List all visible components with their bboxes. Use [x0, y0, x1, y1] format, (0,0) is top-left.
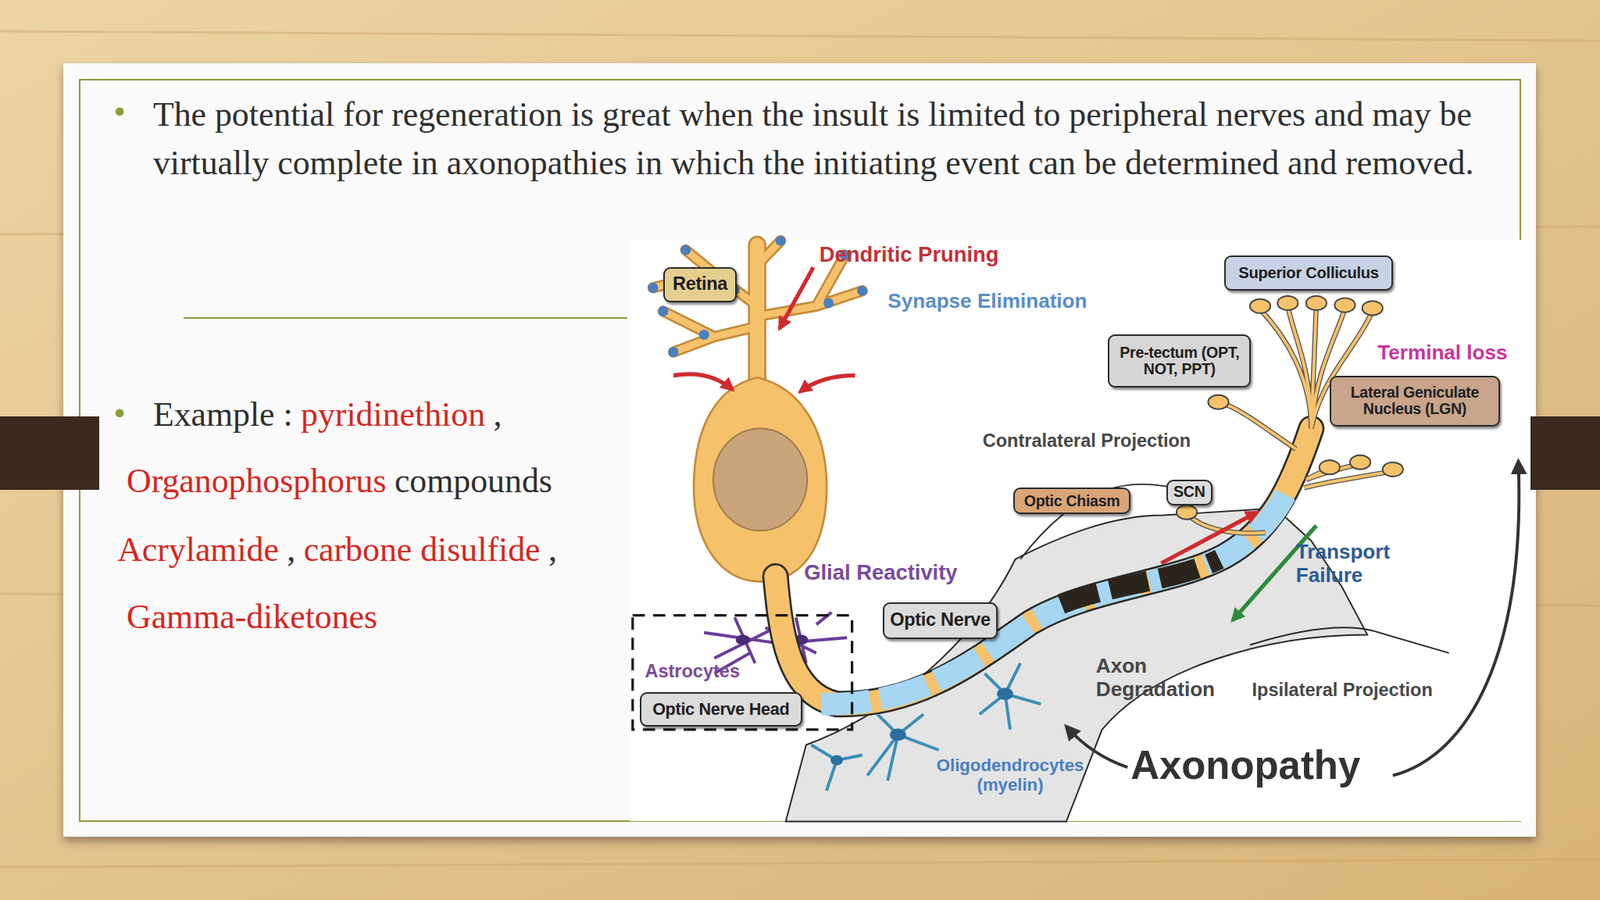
region-name: Retina [672, 274, 728, 295]
red-arrows [673, 267, 1258, 564]
region-name: Optic Chiasm [1024, 492, 1121, 511]
process-label: Axon Degradation [1096, 653, 1240, 701]
punctuation: , [492, 393, 502, 436]
process-label: Terminal loss [1377, 340, 1508, 365]
body-text: The potential for regeneration is great … [153, 90, 1500, 187]
toxicant-name: Organophosphorus [126, 460, 387, 502]
cell-body [693, 377, 827, 582]
brain-tissue [785, 507, 1368, 822]
tissue-outline [1020, 484, 1174, 560]
region-name: Superior Colliculus [1238, 264, 1379, 282]
wood-grain [0, 31, 1600, 868]
cell-label: Oligodendrocytes (myelin) [918, 755, 1103, 796]
wood-bar [1530, 416, 1600, 490]
process-label: Transport Failure [1296, 539, 1419, 587]
region-box: Retina [663, 267, 737, 302]
region-box: Lateral Geniculate Nucleus (LGN) [1329, 375, 1500, 427]
region-box: Optic Chiasm [1013, 487, 1131, 515]
region-name: Pre-tectum (OPT, NOT, PPT) [1114, 344, 1245, 379]
bullet: • [114, 395, 125, 431]
toxicant-name: Acrylamide [117, 528, 279, 571]
slide-card [63, 63, 1536, 837]
region-box: SCN [1166, 479, 1213, 506]
region-box: Optic Nerve [882, 602, 999, 640]
example-text: compounds [394, 460, 553, 502]
toxicant-name: pyridinethion [300, 393, 486, 436]
text-row: Example :pyridinethion, [153, 393, 503, 436]
bullet: • [114, 93, 125, 129]
toxicant-name: carbone disulfide [303, 528, 541, 571]
region-box: Optic Nerve Head [639, 692, 803, 727]
axon [775, 428, 1312, 705]
pathway-label: Contralateral Projection [982, 430, 1191, 452]
diagram-heading: Axonopathy [1130, 742, 1361, 790]
pathway-label: Ipsilateral Projection [1252, 679, 1433, 701]
oligodendrocyte-cells [830, 687, 1014, 765]
region-name: Optic Nerve [889, 610, 991, 631]
process-label: Dendritic Pruning [819, 242, 1000, 268]
process-label: Glial Reactivity [803, 560, 958, 586]
axonopathy-arrows [1066, 460, 1519, 775]
punctuation: , [548, 528, 558, 571]
region-box: Pre-tectum (OPT, NOT, PPT) [1107, 334, 1251, 388]
tissue-outline [1250, 627, 1450, 653]
region-box: Superior Colliculus [1224, 255, 1393, 292]
toxicant-name: Gamma-diketones [126, 596, 378, 638]
region-name: Lateral Geniculate Nucleus (LGN) [1335, 384, 1494, 418]
punctuation: , [286, 528, 296, 571]
text-row: Acrylamide,carbone disulfide, [117, 528, 558, 571]
process-label: Synapse Elimination [887, 289, 1102, 313]
region-name: Optic Nerve Head [652, 700, 790, 719]
dashed-inset-box [632, 615, 853, 730]
example-text: Example : [153, 393, 293, 436]
cell-label: Astrocytes [645, 660, 740, 683]
text-row: Organophosphoruscompounds [126, 460, 553, 502]
neuron-illustration [632, 235, 1519, 822]
text-row: Gamma-diketones [126, 596, 378, 638]
divider-line [183, 317, 628, 319]
wood-bar [0, 416, 100, 490]
region-name: SCN [1173, 483, 1205, 501]
figure-background [629, 239, 1531, 822]
nucleus [713, 428, 808, 532]
